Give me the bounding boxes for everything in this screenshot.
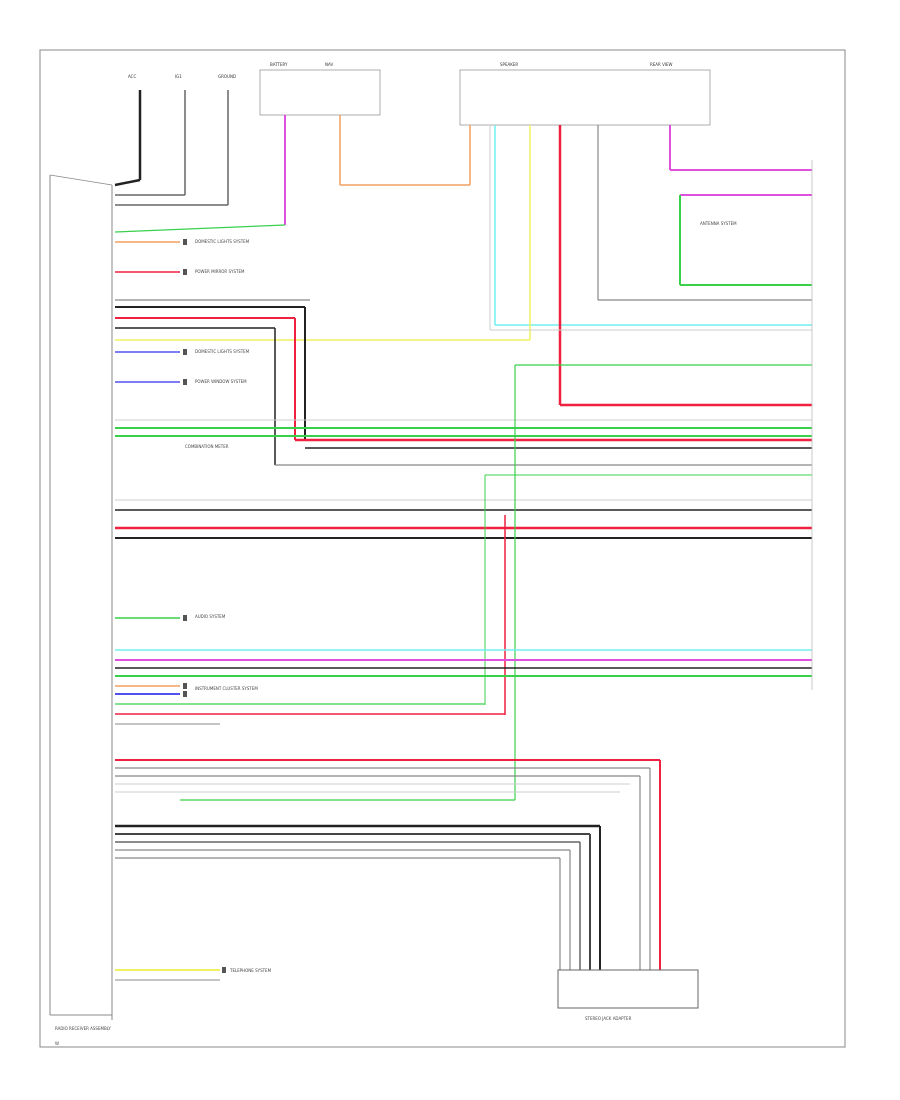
top-box-left (259, 69, 381, 116)
diagram-frame (39, 49, 846, 1048)
top-connector-0: ACC (128, 74, 136, 79)
side-system-8: ANTENNA SYSTEM (700, 221, 737, 226)
side-system-5: AUDIO SYSTEM (195, 614, 226, 619)
top-box-label-3: REAR VIEW (650, 62, 673, 67)
top-connector-1: IG1 (175, 74, 182, 79)
side-system-3: POWER WINDOW SYSTEM (195, 379, 247, 384)
right-device-label: STEREO JACK ADAPTER (585, 1016, 632, 1021)
top-box-label-0: BATTERY (270, 62, 288, 67)
top-feed-wires: ACC IG1 GROUND (114, 74, 236, 206)
unit-label: RADIO RECEIVER ASSEMBLY (55, 1026, 111, 1031)
top-connector-2: GROUND (218, 74, 236, 79)
stereo-jack-adapter-box (557, 969, 699, 1009)
wire-bundle-lower (115, 759, 661, 981)
top-box-label-1: NAV (325, 62, 333, 67)
side-system-1: POWER MIRROR SYSTEM (195, 269, 245, 274)
side-system-0: DOMESTIC LIGHTS SYSTEM (195, 239, 250, 244)
fig-label: W (55, 1041, 59, 1046)
top-box-right (459, 69, 711, 126)
side-system-6: INSTRUMENT CLUSTER SYSTEM (195, 686, 258, 691)
wire-bundle-middle (115, 617, 812, 725)
top-box-label-2: SPEAKER (500, 62, 518, 67)
wire-bundle-upper (115, 241, 812, 539)
side-system-7: TELEPHONE SYSTEM (229, 968, 272, 973)
side-system-2: DOMESTIC LIGHTS SYSTEM (195, 349, 250, 354)
side-system-4: COMBINATION METER (185, 444, 229, 449)
connector-marks (183, 239, 226, 973)
